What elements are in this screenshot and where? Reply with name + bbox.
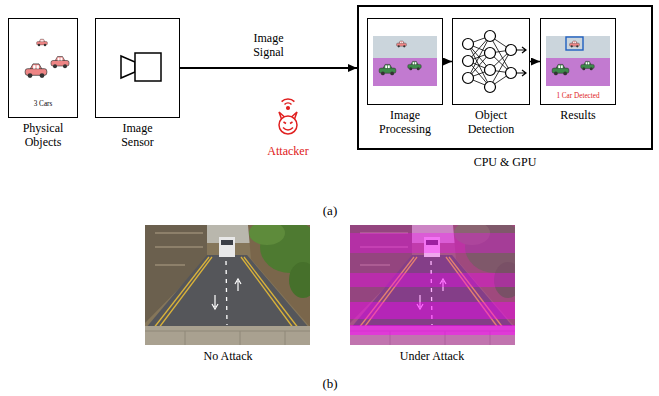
process-box: Image Processing: [367, 18, 443, 105]
box-label: Image Sensor: [108, 122, 168, 150]
neural-network: [463, 31, 527, 93]
neural-network: [506, 68, 517, 79]
attacker-icon: [283, 128, 293, 131]
image-caption: Under Attack: [400, 350, 464, 364]
process-box: 3 CarsPhysical Objects: [8, 18, 78, 118]
cpu-gpu-group: Image ProcessingObject Detection1 Car De…: [357, 5, 653, 150]
neural-network: [506, 45, 517, 56]
attacked-street-photo: [350, 221, 525, 345]
processed-image: [373, 36, 437, 58]
box-label: Image Processing: [370, 109, 440, 137]
processed-image: [373, 36, 437, 86]
process-box: Object Detection: [452, 18, 530, 105]
box-label: Object Detection: [456, 109, 526, 137]
neural-network: [463, 31, 517, 93]
attacker-icon: [279, 112, 285, 119]
attacker-icon: [292, 112, 298, 119]
neural-network: [485, 48, 496, 59]
attacker-icon: [284, 122, 293, 124]
neural-network: [485, 82, 496, 93]
result-image: [546, 36, 610, 86]
car-icons: [37, 39, 48, 46]
attacked-street-photo: [350, 221, 525, 345]
neural-network: [468, 36, 511, 87]
neural-network: [485, 31, 496, 42]
processed-image: [379, 64, 396, 75]
box-text: 3 Cars: [9, 100, 77, 108]
attacker-icon: [287, 107, 290, 110]
camera-symbol: [121, 53, 161, 81]
flow-arrow: [530, 61, 540, 63]
neural-network: [517, 47, 526, 76]
process-box: Image Sensor: [95, 18, 180, 118]
result-image: [581, 61, 595, 70]
car-icons: [51, 57, 69, 69]
process-box: 1 Car DetectedResults: [540, 18, 616, 105]
attacker-icon: [285, 103, 292, 104]
attacker-label: Attacker: [267, 145, 308, 159]
box-label: Results: [543, 109, 613, 123]
panel-label: (b): [322, 377, 337, 392]
result-image: [546, 36, 610, 58]
result-image: [546, 58, 610, 86]
attacked-street-photo: [350, 225, 515, 345]
box-text: 1 Car Detected: [541, 92, 615, 100]
attacked-street-photo: [350, 325, 515, 335]
attacked-street-photo: [350, 233, 515, 253]
panel-label: (a): [323, 204, 337, 219]
attacker-icon: [279, 99, 297, 134]
processed-image: [373, 58, 437, 86]
processed-image: [397, 41, 407, 47]
street-photo: [145, 221, 320, 345]
attacked-street-photo: [350, 273, 515, 287]
processed-image: [408, 61, 422, 70]
result-image: [552, 64, 569, 75]
neural-network: [485, 65, 496, 76]
image-caption: No Attack: [204, 350, 253, 364]
flow-arrow: [443, 61, 452, 63]
box-label: Physical Objects: [10, 122, 76, 150]
neural-network: [463, 73, 474, 84]
car-icons: [25, 39, 69, 78]
result-image: [570, 41, 580, 47]
signal-line: [180, 67, 357, 69]
attacker-icon: [282, 99, 295, 102]
result-image: [566, 37, 583, 50]
street-photo: [145, 221, 320, 345]
car-icons: [25, 64, 47, 78]
camera-symbol: [121, 56, 135, 78]
neural-network: [463, 56, 474, 67]
attacked-street-photo: [350, 302, 515, 319]
box-label: CPU & GPU: [474, 156, 537, 170]
edge-label: Image Signal: [244, 32, 294, 60]
neural-network: [463, 39, 474, 50]
camera-symbol: [135, 53, 161, 81]
